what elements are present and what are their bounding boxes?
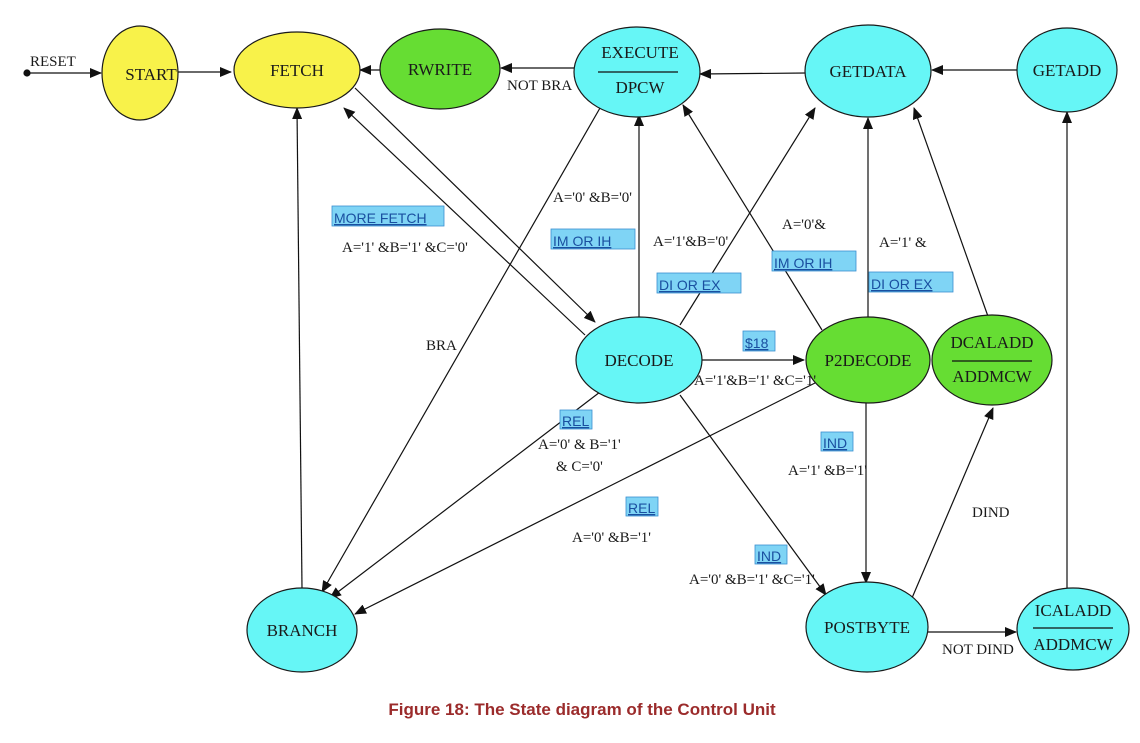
tag-box-more-fetch [331, 205, 445, 227]
label-not-dind: NOT DIND [942, 642, 1014, 658]
tag-im-or-ih-2: IM OR IH [774, 255, 832, 271]
edge-dcaladd-getdata [912, 107, 991, 323]
tag-ind-2: IND [757, 548, 781, 564]
node-rwrite [379, 28, 501, 110]
edge-decode-postbyte [679, 394, 827, 596]
tag-box-im-or-ih-2 [771, 250, 857, 272]
label-a0-b1: A='0' &B='1' [572, 530, 651, 546]
tag-box-di-or-ex-2 [868, 271, 954, 293]
node-dcaladd-label-top: DCALADD [950, 333, 1033, 352]
node-fetch [233, 31, 361, 109]
label-a1-amp: A='1' & [879, 235, 927, 251]
tag-box-ind-1 [820, 431, 854, 452]
node-dcaladd [931, 314, 1053, 406]
node-postbyte [805, 581, 929, 673]
tag-di-or-ex-1: DI OR EX [659, 277, 721, 293]
label-a0-b1-c1: A='0' &B='1' &C='1' [689, 572, 815, 588]
tag-rel-1: REL [562, 413, 589, 429]
label-a0-b0: A='0' &B='0' [553, 190, 632, 206]
edge-postbyte-dcaladd [911, 407, 994, 599]
node-execute-label-top: EXECUTE [601, 43, 678, 62]
label-a1-b1: A='1' &B='1' [788, 463, 867, 479]
node-execute-label-bottom: DPCW [615, 78, 665, 97]
node-getdata [804, 24, 932, 118]
node-icaladd-label-top: ICALADD [1035, 601, 1112, 620]
node-dcaladd-label-bottom: ADDMCW [952, 367, 1032, 386]
edge-decode-branch [329, 391, 601, 599]
edge-decode-fetch [343, 107, 586, 336]
tag-box-rel-2 [625, 496, 659, 517]
tag-box-s18 [742, 330, 776, 352]
node-decode-label: DECODE [605, 351, 674, 370]
node-decode [575, 316, 703, 404]
edge-p2decode-branch [354, 382, 816, 615]
tag-box-ind-2 [754, 544, 788, 565]
tag-rel-2: REL [628, 500, 655, 516]
label-not-bra: NOT BRA [507, 78, 572, 94]
edge-execute-branch [321, 107, 601, 593]
node-start-label: START [125, 65, 177, 84]
edge-p2decode-execute [682, 104, 823, 331]
edge-fetch-decode [354, 87, 596, 323]
edge-getdata-execute [699, 68, 807, 79]
label-bra: BRA [426, 338, 457, 354]
label-a1-b1-c0: A='1' &B='1' &C='0' [342, 240, 468, 256]
edge-branch-fetch [292, 107, 303, 589]
tag-ind-1: IND [823, 435, 847, 451]
figure-caption: Figure 18: The State diagram of the Cont… [388, 700, 776, 719]
node-rwrite-label: RWRITE [408, 60, 472, 79]
label-dind: DIND [972, 505, 1010, 521]
label-a0-b1-line1: A='0' & B='1' [538, 437, 621, 453]
tag-box-di-or-ex-1 [656, 272, 742, 294]
label-a0-b1-line2: & C='0' [556, 459, 603, 475]
node-p2decode [805, 316, 931, 404]
tag-s18: $18 [745, 335, 769, 351]
node-start [101, 25, 179, 121]
node-postbyte-label: POSTBYTE [824, 618, 910, 637]
tag-more-fetch: MORE FETCH [334, 210, 427, 226]
tag-box-rel-1 [559, 409, 593, 430]
label-a1-b0: A='1'&B='0' [653, 234, 729, 250]
node-getadd-label: GETADD [1033, 61, 1102, 80]
node-p2decode-label: P2DECODE [825, 351, 912, 370]
label-reset: RESET [30, 54, 76, 70]
node-getadd [1016, 27, 1118, 113]
node-icaladd [1016, 587, 1130, 671]
node-branch [246, 587, 358, 673]
label-a0-amp: A='0'& [782, 217, 826, 233]
tag-im-or-ih-1: IM OR IH [553, 233, 611, 249]
node-branch-label: BRANCH [267, 621, 338, 640]
tag-di-or-ex-2: DI OR EX [871, 276, 933, 292]
node-fetch-label: FETCH [270, 61, 324, 80]
label-a1-b1-c1: A='1'&B='1' &C='1' [694, 373, 816, 389]
node-icaladd-label-bottom: ADDMCW [1033, 635, 1113, 654]
node-getdata-label: GETDATA [829, 62, 907, 81]
tag-box-im-or-ih-1 [550, 228, 636, 250]
